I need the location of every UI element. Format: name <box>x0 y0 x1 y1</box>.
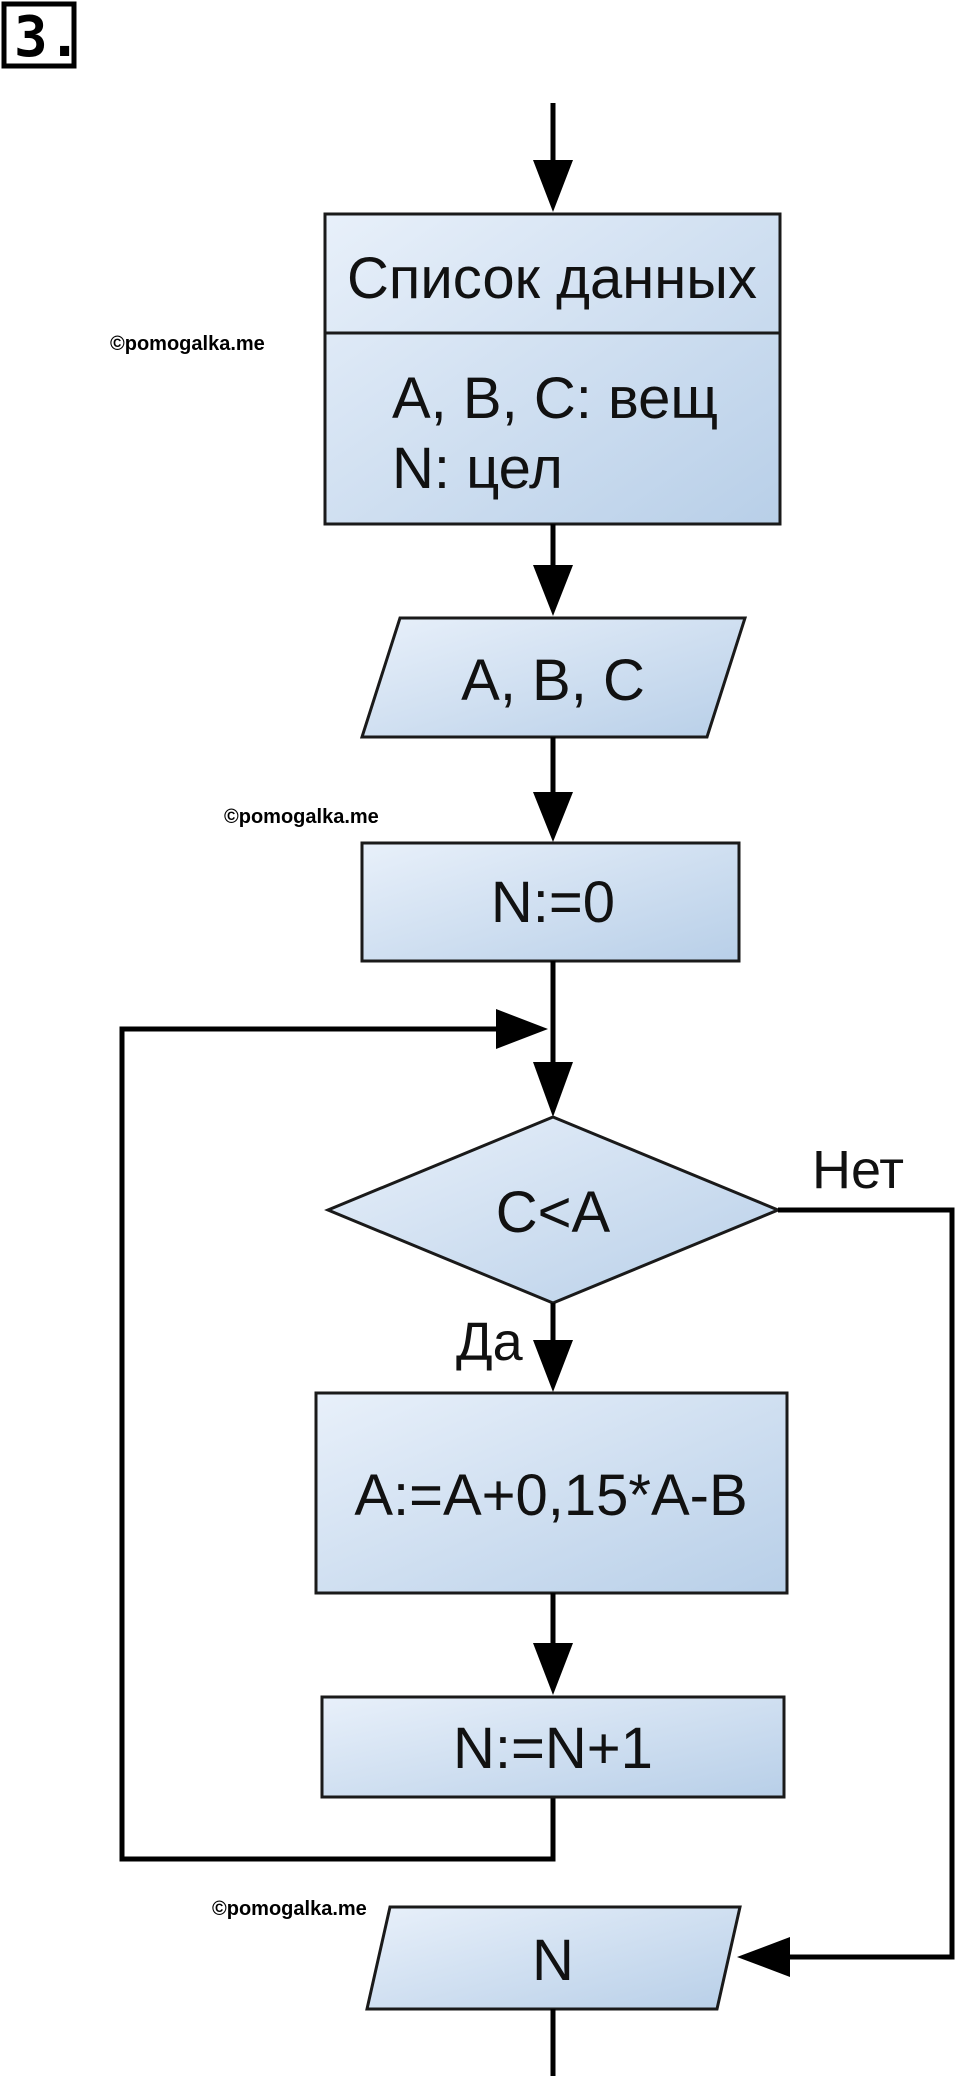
watermark-3: ©pomogalka.me <box>212 1898 367 1920</box>
yes-branch-arrowhead <box>533 1340 573 1392</box>
data-list-block: Список данных A, B, C: вещ N: цел <box>323 212 782 526</box>
input-shape <box>359 616 748 739</box>
data-list-box <box>323 212 782 526</box>
increment-block: N:=N+1 <box>320 1695 786 1799</box>
update-a-box <box>314 1391 789 1595</box>
input-block: A, B, C <box>359 616 748 739</box>
watermark-1: ©pomogalka.me <box>110 333 265 355</box>
entry-arrowhead <box>533 160 573 212</box>
problem-number-frame <box>1 1 77 69</box>
condition-label: C<A <box>496 1180 611 1245</box>
connector-3-arrowhead <box>533 1062 573 1117</box>
data-list-line-1: A, B, C: вещ <box>392 366 718 431</box>
output-shape <box>365 1905 742 2011</box>
problem-number-label: 3. <box>14 5 81 70</box>
watermark-2: ©pomogalka.me <box>224 806 379 828</box>
loop-back-line <box>119 1026 556 1862</box>
data-list-title: Список данных <box>347 246 757 311</box>
increment-label: N:=N+1 <box>453 1716 653 1781</box>
update-a-label: A:=A+0,15*A-B <box>354 1463 747 1528</box>
data-list-line-2: N: цел <box>392 436 563 501</box>
init-label: N:=0 <box>491 870 615 935</box>
output-block: N <box>365 1905 742 2011</box>
no-label: Нет <box>812 1140 904 1200</box>
init-box <box>360 841 741 963</box>
input-label: A, B, C <box>461 648 645 713</box>
update-a-block: A:=A+0,15*A-B <box>314 1391 789 1595</box>
no-branch-arrowhead <box>737 1937 790 1977</box>
problem-number: 3. <box>1 1 81 70</box>
condition-block: C<A <box>324 1115 782 1305</box>
increment-box <box>320 1695 786 1799</box>
connector-1-arrowhead <box>533 565 573 616</box>
output-label: N <box>532 1928 574 1993</box>
connector-4-arrowhead <box>533 1643 573 1695</box>
connector-2-arrowhead <box>533 792 573 842</box>
yes-label: Да <box>456 1312 524 1372</box>
loop-back-arrowhead <box>496 1009 548 1049</box>
no-branch-line <box>760 1207 955 1960</box>
init-block: N:=0 <box>360 841 741 963</box>
